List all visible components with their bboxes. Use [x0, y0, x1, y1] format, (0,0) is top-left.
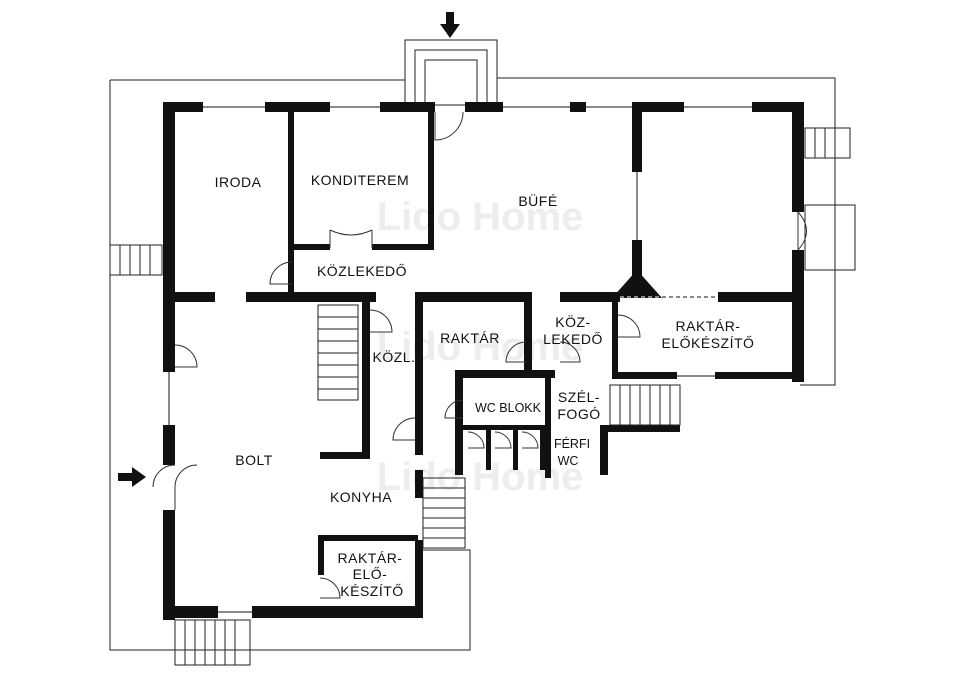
room-label-raktar-elokeszito-bottom-2: ELŐ-: [353, 566, 388, 582]
watermark: Lido Home: [377, 325, 584, 369]
terrace-outline: [109, 39, 856, 651]
doors: [152, 111, 807, 599]
room-label-raktar-elokeszito-right-2: ELŐKÉSZÍTŐ: [662, 335, 755, 351]
room-label-ferfi-wc-1: FÉRFI: [554, 436, 590, 451]
room-label-konyha: KONYHA: [330, 489, 392, 505]
room-label-raktar-elokeszito-bottom-1: RAKTÁR-: [338, 550, 403, 566]
room-label-raktar-elokeszito-right-1: RAKTÁR-: [676, 318, 741, 334]
arrow-down-icon: [440, 12, 460, 38]
room-label-bolt: BOLT: [235, 452, 273, 468]
watermark: Lido Home: [377, 195, 584, 239]
room-label-raktar-elokeszito-bottom-3: KÉSZÍTŐ: [340, 583, 403, 599]
watermark: Lido Home: [377, 455, 584, 499]
room-label-ferfi-wc-2: WC: [558, 454, 579, 468]
room-label-raktar: RAKTÁR: [440, 330, 500, 346]
room-label-kozlekedo-top: KÖZLEKEDŐ: [317, 262, 407, 279]
arrow-right-icon: [118, 467, 146, 487]
stairs: [109, 127, 851, 666]
room-label-kozlekedo-mid-2: LEKEDŐ: [543, 331, 603, 347]
room-label-konditerem: KONDITEREM: [311, 172, 409, 188]
room-label-szelfogo-2: FOGÓ: [557, 406, 600, 422]
windows: [168, 106, 752, 613]
room-labels: IRODA KONDITEREM BÜFÉ KÖZLEKEDŐ RAKTÁR K…: [215, 172, 755, 599]
watermark-group: Lido Home Lido Home Lido Home: [377, 195, 584, 499]
room-label-kozlekedo-mid-1: KÖZ-: [555, 313, 590, 330]
walls: [163, 102, 804, 620]
room-label-kozl: KÖZL.: [373, 348, 416, 365]
room-label-wc-blokk: WC BLOKK: [475, 401, 542, 415]
room-label-bufe: BÜFÉ: [518, 192, 557, 209]
room-label-iroda: IRODA: [215, 174, 262, 190]
room-label-szelfogo-1: SZÉL-: [558, 389, 600, 405]
